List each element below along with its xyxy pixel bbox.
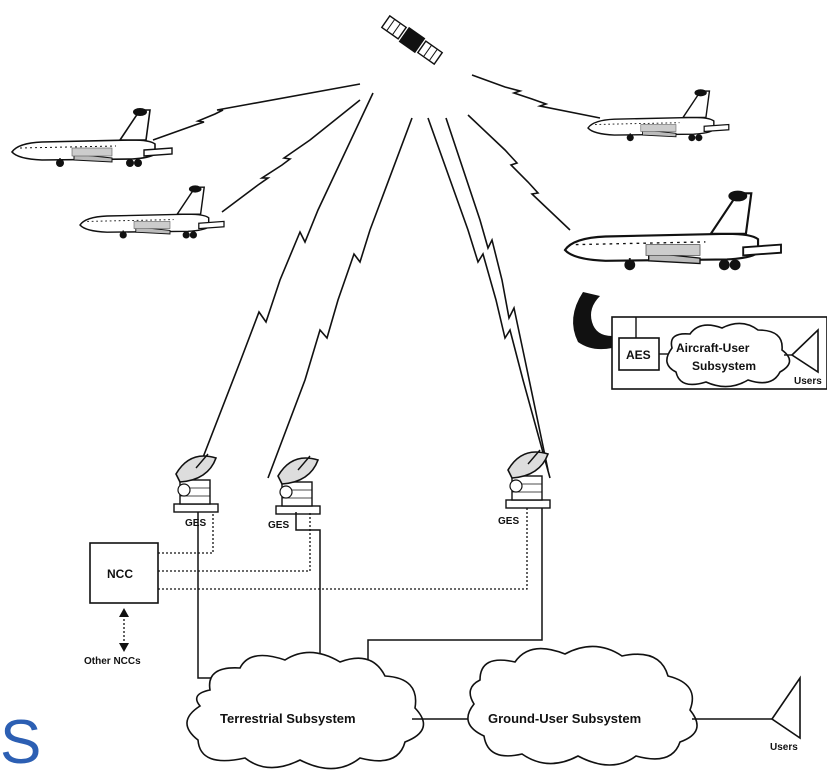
aircraft-top-right-icon (587, 88, 730, 142)
ges-left-dish-icon (173, 453, 219, 513)
aircraft-large-right-icon (563, 189, 783, 272)
other-nccs-label: Other NCCs (84, 656, 141, 667)
aircraft-user-label-line2: Subsystem (692, 359, 756, 373)
radio-link-ges-right-2 (445, 117, 549, 471)
radio-link-top-right (471, 74, 601, 119)
radio-link-ges-left (194, 92, 374, 479)
ges-left-label: GES (185, 518, 206, 529)
terrestrial-subsystem-cloud (186, 651, 425, 770)
ncc-link-ges-right (158, 508, 528, 590)
radio-link-top-left (152, 83, 361, 141)
ncc-label: NCC (107, 567, 133, 581)
aircraft-users-icon (790, 328, 819, 374)
ncc-box (89, 542, 159, 604)
terrestrial-subsystem-label: Terrestrial Subsystem (220, 711, 356, 726)
radio-link-ges-middle (267, 117, 413, 479)
ground-users-icon (770, 675, 801, 740)
radio-link-large-right (467, 114, 571, 231)
arrow-up-icon (119, 608, 129, 617)
aircraft-user-label-line1: Aircraft-User (676, 341, 750, 355)
aircraft-mid-left-icon (79, 184, 225, 240)
ncc-link-ges-middle (158, 512, 311, 572)
ges-middle-dish-icon (275, 455, 321, 515)
arrow-down-icon (119, 643, 129, 652)
ges-right-terrestrial-line (367, 508, 543, 672)
aes-label: AES (626, 348, 651, 362)
aircraft-top-left-icon (11, 107, 173, 168)
radio-link-mid-left (221, 99, 361, 213)
aircraft-user-subsystem-cloud (666, 322, 791, 388)
corner-letter: S (0, 708, 42, 777)
ges-right-label: GES (498, 516, 519, 527)
radio-link-ges-right (427, 117, 551, 479)
aircraft-users-label: Users (794, 376, 822, 387)
aircraft-connector-shape (573, 292, 612, 350)
ges-middle-label: GES (268, 520, 289, 531)
satellite-icon (380, 14, 444, 66)
ges-middle-terrestrial-line (295, 512, 321, 668)
ground-user-subsystem-label: Ground-User Subsystem (488, 711, 641, 726)
ground-users-label: Users (770, 742, 798, 753)
ges-right-dish-icon (505, 449, 551, 509)
ground-user-subsystem-cloud (467, 645, 698, 766)
